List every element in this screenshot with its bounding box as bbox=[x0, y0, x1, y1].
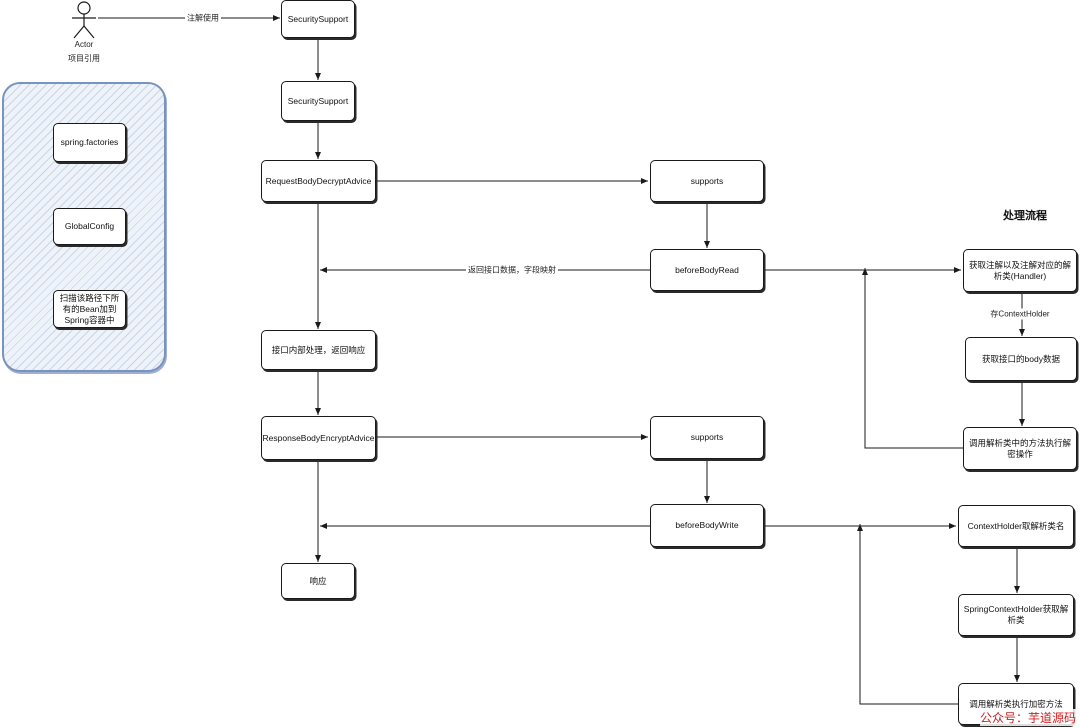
edge-call-decrypt-feedback bbox=[862, 268, 963, 449]
edge-call-encrypt-feedback bbox=[857, 524, 958, 705]
node-get-annotation[interactable]: 获取注解以及注解对应的解析类(Handler) bbox=[963, 249, 1077, 292]
node-supports-1[interactable]: supports bbox=[650, 160, 764, 202]
node-holder-get-name[interactable]: ContextHolder取解析类名 bbox=[958, 505, 1074, 547]
process-title: 处理流程 bbox=[1003, 210, 1047, 222]
node-scan-beans[interactable]: 扫描该路径下所有的Bean加到Spring容器中 bbox=[53, 290, 126, 328]
node-spring-factories[interactable]: spring.factories bbox=[53, 123, 126, 162]
watermark: 公众号：芋道源码 bbox=[979, 709, 1076, 726]
node-call-decrypt[interactable]: 调用解析类中的方法执行解密操作 bbox=[963, 427, 1077, 470]
edge-label-return-data: 返回接口数据，字段映射 bbox=[466, 264, 558, 276]
node-before-body-write[interactable]: beforeBodyWrite bbox=[650, 504, 764, 547]
node-get-body[interactable]: 获取接口的body数据 bbox=[965, 337, 1077, 381]
node-response-body-encrypt-advice[interactable]: ResponseBodyEncryptAdvice bbox=[261, 416, 376, 460]
node-global-config[interactable]: GlobalConfig bbox=[53, 208, 126, 245]
edge-label-annotate-use: 注解使用 bbox=[185, 12, 221, 24]
node-before-body-read[interactable]: beforeBodyRead bbox=[650, 249, 764, 291]
node-spring-holder-get[interactable]: SpringContextHolder获取解析类 bbox=[958, 594, 1074, 636]
actor-name: Actor bbox=[74, 40, 94, 49]
node-security-support-2[interactable]: SecuritySupport bbox=[281, 81, 355, 121]
node-response[interactable]: 响应 bbox=[281, 563, 355, 599]
node-internal-process[interactable]: 接口内部处理，返回响应 bbox=[261, 330, 376, 370]
edge-label-save-holder: 存ContextHolder bbox=[988, 308, 1052, 320]
actor-icon bbox=[72, 1, 96, 39]
node-request-body-decrypt-advice[interactable]: RequestBodyDecryptAdvice bbox=[261, 160, 376, 202]
actor-note: 项目引用 bbox=[68, 54, 100, 63]
node-supports-2[interactable]: supports bbox=[650, 416, 764, 459]
node-security-support-1[interactable]: SecuritySupport bbox=[281, 0, 355, 38]
